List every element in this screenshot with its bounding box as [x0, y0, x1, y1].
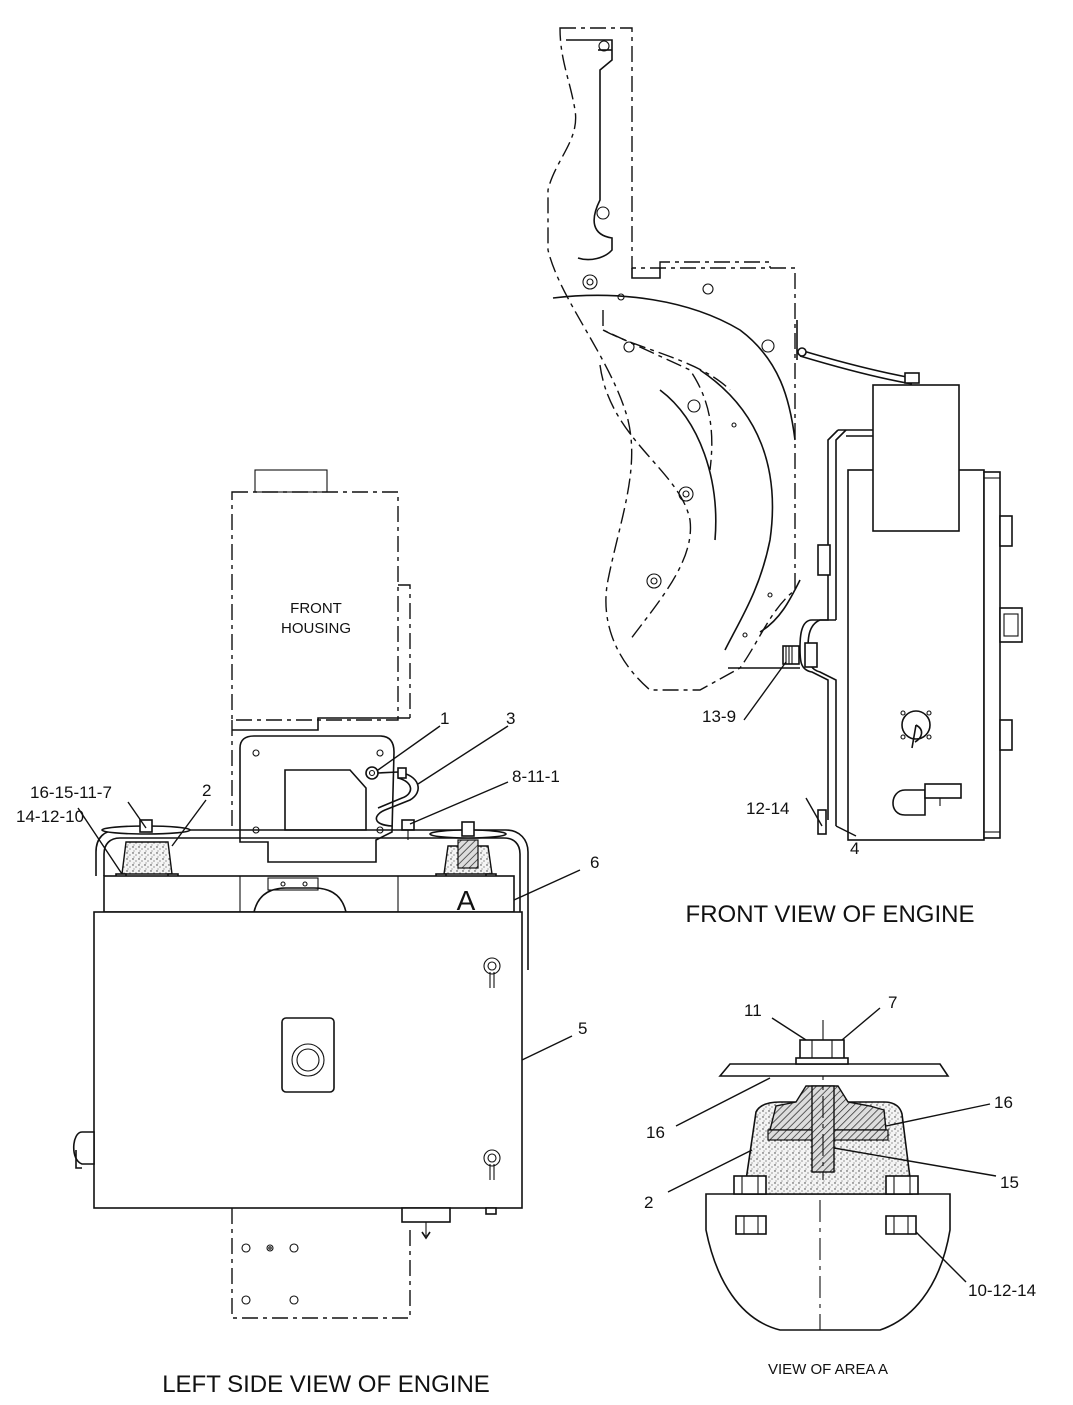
left-side-view-engine: FRONT HOUSING A	[72, 469, 529, 1319]
callout-11: 11	[744, 1001, 762, 1020]
detail-view-area-a	[705, 1020, 951, 1331]
callout-3: 3	[506, 709, 515, 728]
callout-5: 5	[578, 1019, 587, 1038]
area-a-marker: A	[457, 885, 476, 916]
front-housing-label: FRONT	[290, 600, 342, 617]
callout-2-left: 2	[202, 781, 211, 800]
title-front-view: FRONT VIEW OF ENGINE	[686, 901, 975, 928]
callout-4: 4	[850, 839, 859, 858]
callout-16-15-11-7: 16-15-11-7	[30, 783, 112, 802]
callout-16-right: 16	[994, 1093, 1013, 1112]
callout-13-9: 13-9	[702, 707, 736, 726]
front-view-engine	[547, 27, 1023, 841]
callout-6: 6	[590, 853, 599, 872]
callout-10-12-14: 10-12-14	[968, 1281, 1036, 1300]
title-view-area-a: VIEW OF AREA A	[768, 1361, 888, 1378]
callout-1: 1	[440, 709, 449, 728]
callout-16-left: 16	[646, 1123, 665, 1142]
leader-lines	[77, 661, 997, 1283]
isolator-left	[101, 819, 191, 883]
callout-labels: 16-15-11-7 14-12-10 2 1 3 8-11-1 6 5 13-…	[16, 707, 1036, 1300]
callout-2-detail: 2	[644, 1193, 653, 1212]
callout-7: 7	[888, 993, 897, 1012]
callout-15: 15	[1000, 1173, 1019, 1192]
callout-14-12-10: 14-12-10	[16, 807, 84, 826]
front-housing-label-2: HOUSING	[281, 620, 351, 637]
isolator-right	[429, 821, 507, 883]
callout-12-14: 12-14	[746, 799, 789, 818]
callout-8-11-1: 8-11-1	[512, 767, 560, 786]
title-left-side-view: LEFT SIDE VIEW OF ENGINE	[162, 1371, 490, 1398]
